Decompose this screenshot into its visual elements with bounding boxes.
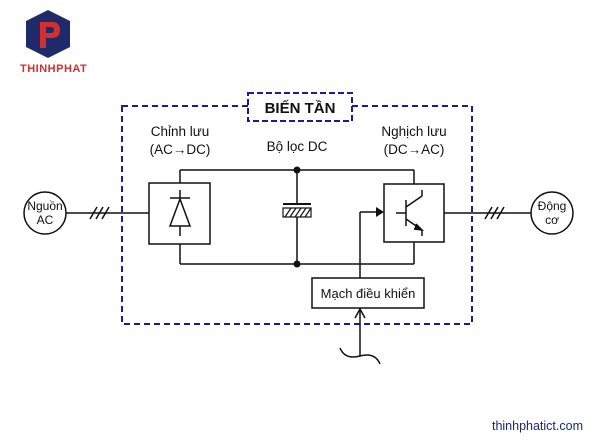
control-input-arrow-icon: [354, 307, 366, 319]
source-label-line2: AC: [37, 213, 54, 227]
logo-letter-icon: [40, 22, 60, 48]
capacitor-hatch-icon: [282, 207, 312, 218]
motor-label-line2: cơ: [545, 213, 559, 227]
rectifier-label-line2: (AC→DC): [150, 142, 211, 157]
brand-logo: THINHPHAT: [20, 10, 87, 75]
three-phase-mark-icon: [89, 206, 110, 220]
rectifier-label-line1: Chỉnh lưu: [151, 124, 210, 139]
diagram-title: BIẾN TẦN: [265, 100, 336, 117]
junction-dot-bottom: [293, 260, 301, 268]
diode-icon: [168, 190, 192, 236]
three-phase-mark-icon: [484, 206, 505, 220]
control-circuit-block: [311, 277, 425, 309]
junction-dot-top: [293, 166, 301, 174]
dc-filter-label: Bộ lọc DC: [267, 139, 328, 154]
motor-label-line1: Động: [538, 199, 567, 213]
inverter-block: [383, 183, 445, 243]
control-arrow-icon: [376, 207, 384, 217]
inverter-label-line2: (DC→AC): [384, 142, 445, 157]
title-box: [247, 92, 353, 122]
website-link[interactable]: thinhphatict.com: [492, 419, 583, 433]
control-circuit-label: Mạch điều khiển: [321, 286, 416, 301]
inverter-label-line1: Nghịch lưu: [381, 124, 446, 139]
control-knob-icon: [339, 347, 381, 365]
motor-node: [530, 191, 574, 235]
transistor-icon: [396, 190, 425, 236]
source-label-line1: Nguồn: [27, 199, 62, 213]
brand-name: THINHPHAT: [20, 63, 87, 75]
